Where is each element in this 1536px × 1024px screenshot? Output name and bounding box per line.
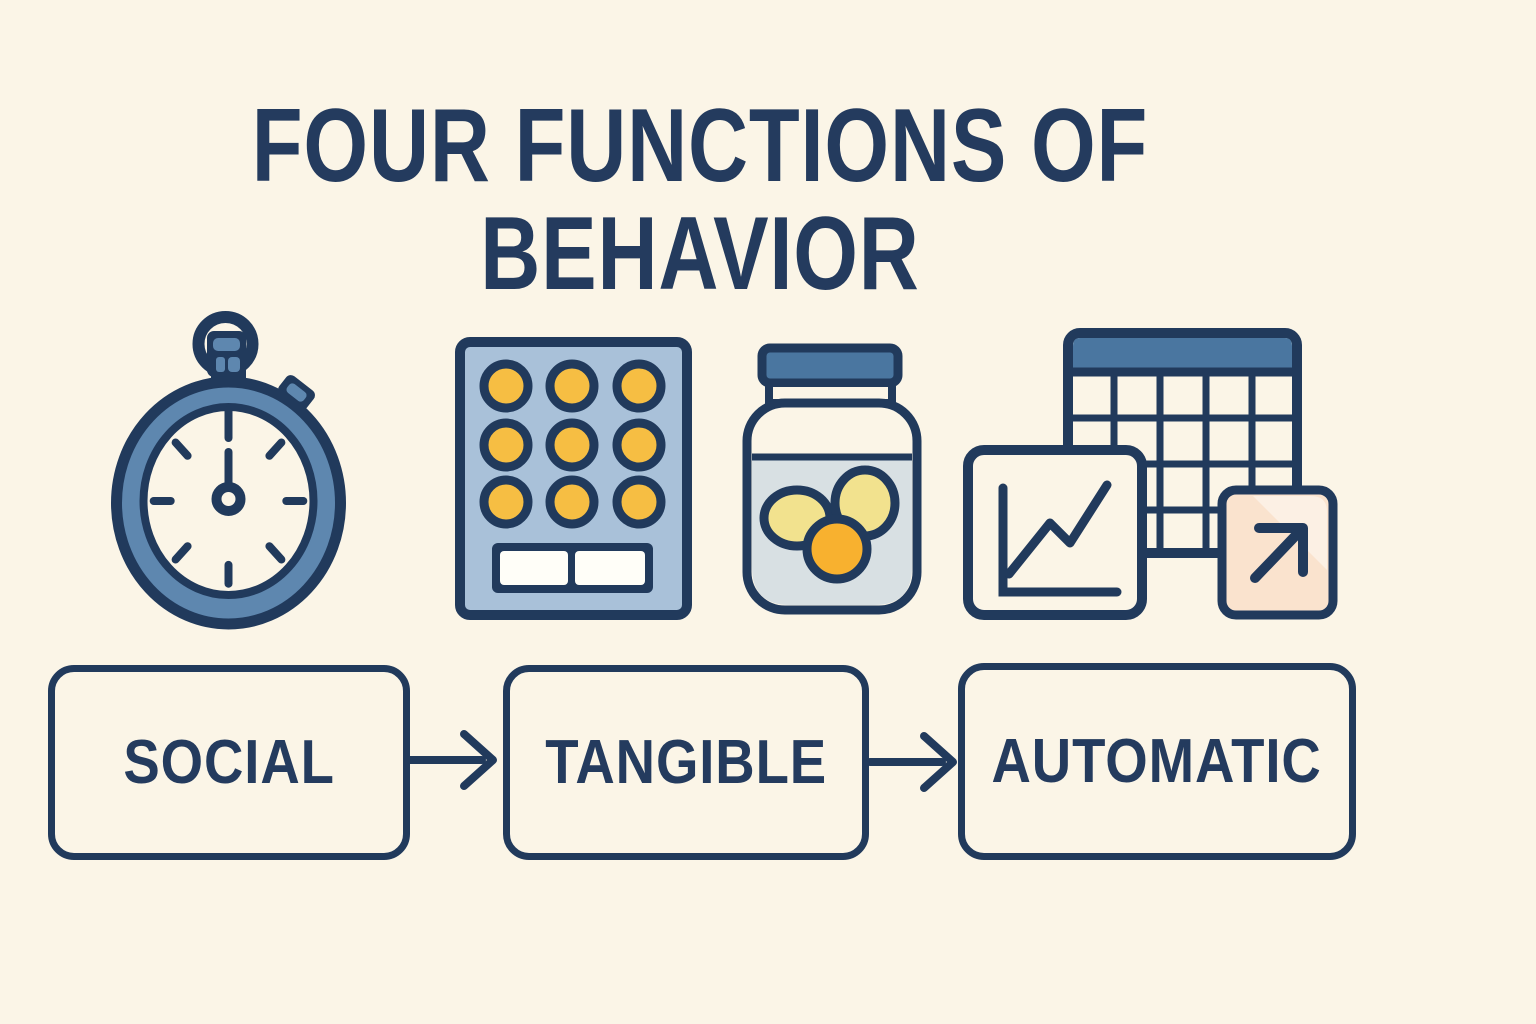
- flow-box-automatic-label: AUTOMATIC: [991, 727, 1323, 796]
- flow-box-tangible: TANGIBLE: [503, 665, 869, 860]
- flow-box-social-label: SOCIAL: [123, 728, 335, 797]
- arrow-card-subicon: [1217, 485, 1338, 620]
- flow-box-social: SOCIAL: [48, 665, 410, 860]
- line-chart-subicon: [963, 445, 1147, 620]
- arrow-icon-tangible-to-automatic: [866, 732, 957, 792]
- flow-box-automatic: AUTOMATIC: [958, 663, 1356, 860]
- page-title: FOUR FUNCTIONS OF BEHAVIOR: [40, 92, 1360, 308]
- arrow-icon-social-to-tangible: [406, 730, 497, 790]
- token-board-icon: [455, 337, 692, 620]
- title-line-2: BEHAVIOR: [480, 196, 920, 312]
- calendar-chart-icon: [963, 328, 1338, 620]
- title-line-1: FOUR FUNCTIONS OF: [251, 88, 1149, 204]
- stopwatch-icon: [111, 311, 346, 630]
- flow-box-tangible-label: TANGIBLE: [545, 728, 827, 797]
- candy-jar-icon: [742, 343, 922, 615]
